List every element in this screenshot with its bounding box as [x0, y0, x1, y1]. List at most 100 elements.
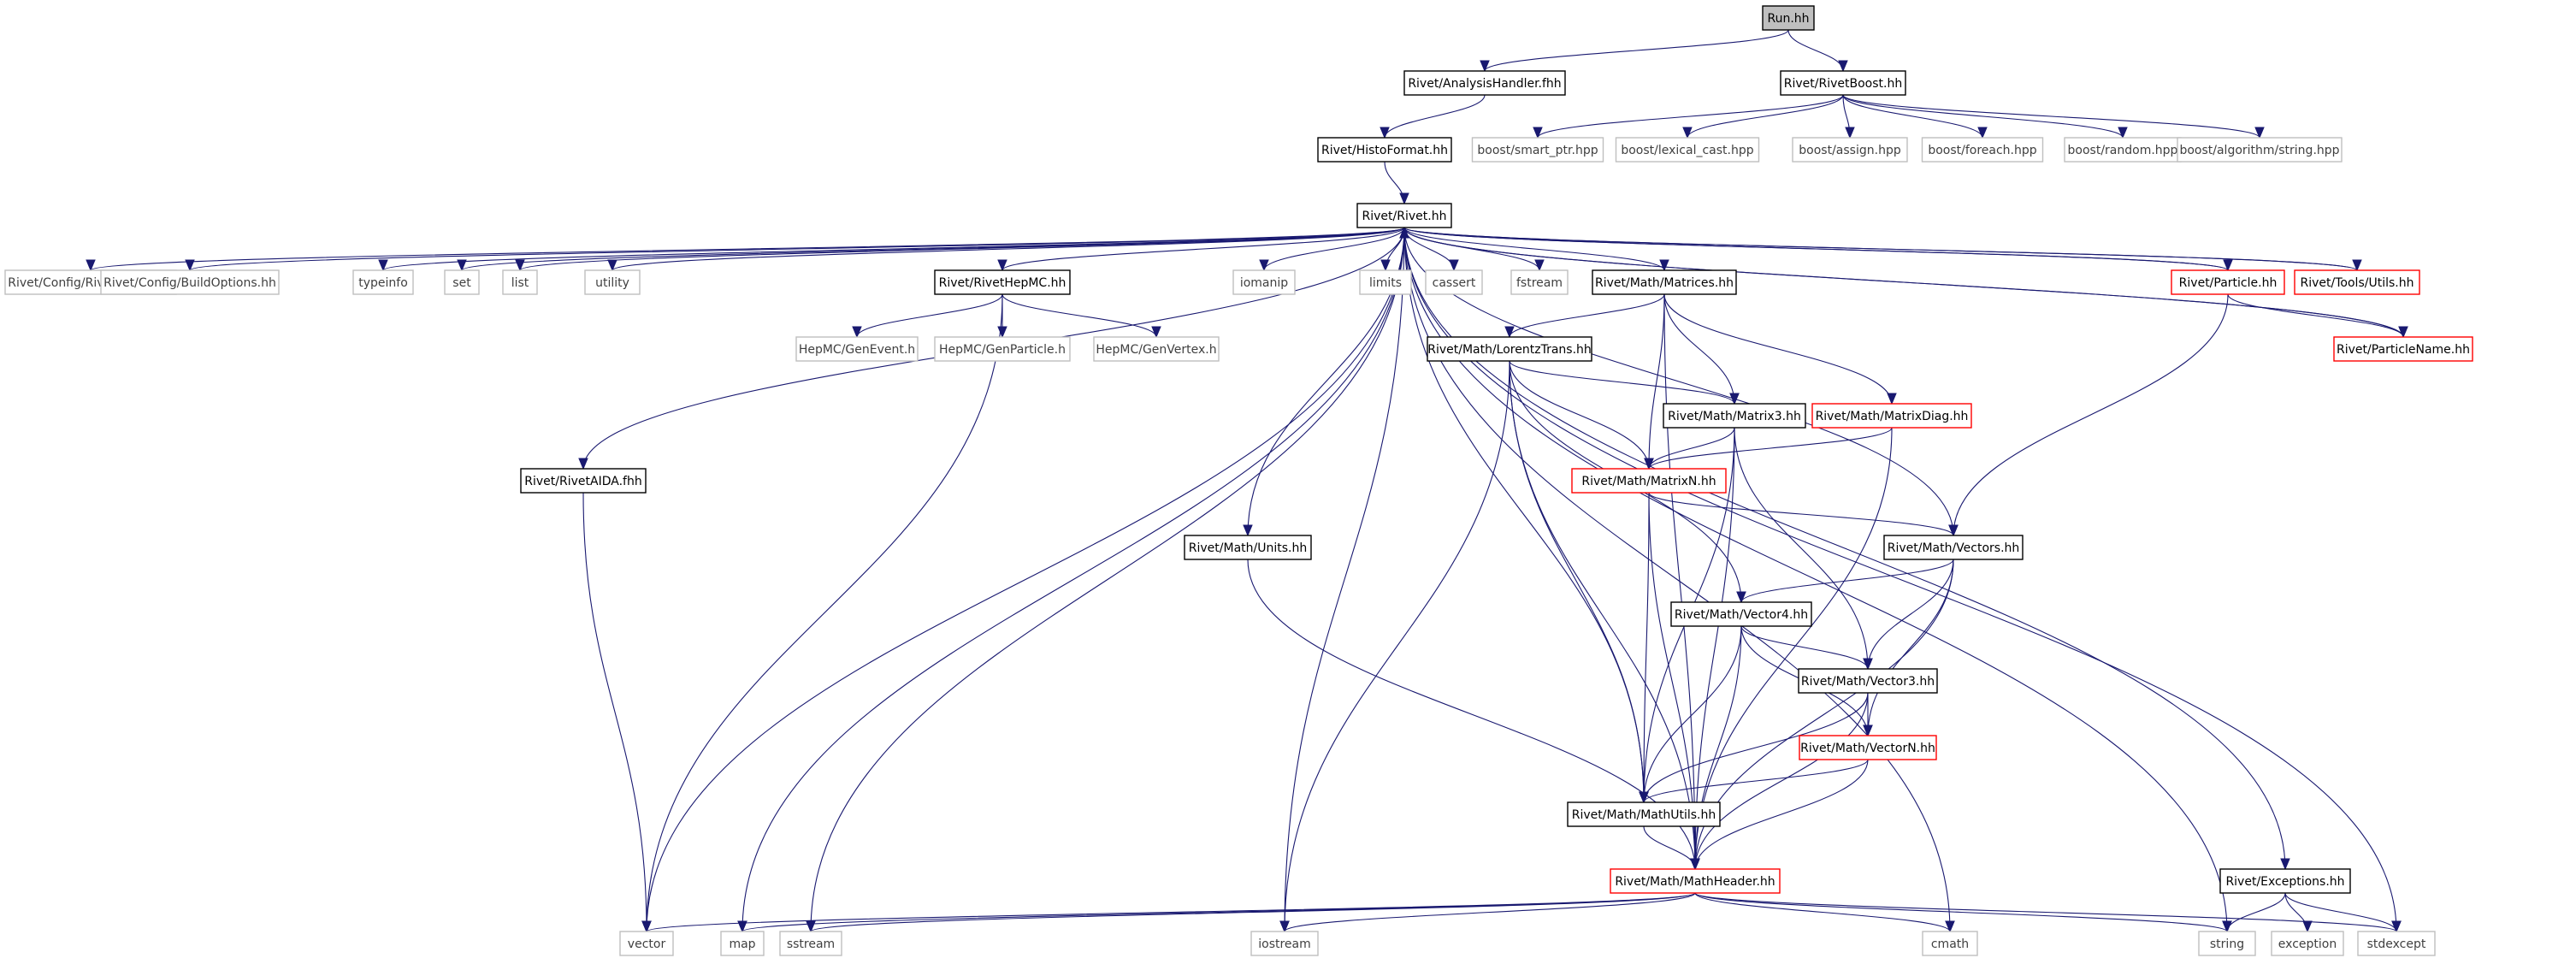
node-genevent: HepMC/GenEvent.h	[795, 336, 919, 362]
node-vector4[interactable]: Rivet/Math/Vector4.hh	[1670, 601, 1812, 627]
edge-boost-to-foreach	[1842, 94, 1983, 139]
arrowhead-mathheader-to-sstream	[806, 920, 816, 933]
node-matrixn[interactable]: Rivet/Math/MatrixN.hh	[1571, 468, 1727, 494]
node-box-vector4	[1670, 601, 1812, 627]
node-exceptions[interactable]: Rivet/Exceptions.hh	[2219, 868, 2351, 894]
edge-lorentz-to-mathutils	[1509, 360, 1645, 803]
node-box-foreach	[1921, 137, 2044, 163]
node-set: set	[444, 269, 480, 295]
edge-aida-to-vector	[582, 492, 647, 932]
node-label-vector3: Rivet/Math/Vector3.hh	[1801, 675, 1935, 689]
node-label-genevent: HepMC/GenEvent.h	[799, 343, 915, 357]
node-box-assign	[1792, 137, 1908, 163]
node-hepmc[interactable]: Rivet/RivetHepMC.hh	[934, 269, 1071, 295]
edge-rivet-to-matrices	[1403, 227, 1665, 271]
node-box-particlename	[2333, 336, 2473, 362]
node-mathheader[interactable]: Rivet/Math/MathHeader.hh	[1610, 868, 1781, 894]
node-matrices[interactable]: Rivet/Math/Matrices.hh	[1592, 269, 1737, 295]
edge-rivet-to-sstream	[810, 227, 1405, 932]
node-label-genparticle: HepMC/GenParticle.h	[939, 343, 1066, 357]
edge-vector4-to-vector3	[1740, 625, 1869, 670]
arrowhead-boost-to-random	[2118, 127, 2128, 139]
node-typeinfo: typeinfo	[352, 269, 414, 295]
node-units[interactable]: Rivet/Math/Units.hh	[1184, 535, 1312, 560]
arrowhead-exceptions-to-exception	[2302, 920, 2313, 933]
edge-run-to-boost	[1787, 29, 1844, 72]
arrowhead-rivet-to-limits	[1380, 259, 1391, 272]
node-label-sstream: sstream	[787, 937, 835, 951]
edge-mathheader-to-map	[741, 892, 1696, 932]
edge-particlename-to-rivet	[1403, 227, 2404, 338]
node-rivet[interactable]: Rivet/Rivet.hh	[1356, 203, 1452, 228]
node-label-buildopts: Rivet/Config/BuildOptions.hh	[103, 276, 276, 290]
node-box-list	[502, 269, 538, 295]
node-label-vectors: Rivet/Math/Vectors.hh	[1888, 541, 2020, 555]
edge-rivet-to-buildopts	[189, 227, 1405, 271]
edge-vector4-to-mathutils	[1643, 625, 1742, 803]
node-utility: utility	[584, 269, 641, 295]
node-box-typeinfo	[352, 269, 414, 295]
node-histoformat[interactable]: Rivet/HistoFormat.hh	[1317, 137, 1452, 163]
edge-matrices-to-matrix3	[1663, 293, 1735, 405]
node-label-typeinfo: typeinfo	[358, 276, 408, 290]
edge-mathheader-to-sstream	[810, 892, 1696, 932]
node-boost[interactable]: Rivet/RivetBoost.hh	[1780, 70, 1906, 96]
node-mathutils[interactable]: Rivet/Math/MathUtils.hh	[1567, 801, 1721, 827]
arrowhead-mathheader-to-map	[737, 920, 747, 933]
node-buildopts: Rivet/Config/BuildOptions.hh	[100, 269, 280, 295]
node-utils[interactable]: Rivet/Tools/Utils.hh	[2294, 269, 2420, 295]
edge-exceptions-to-exception	[2284, 892, 2308, 932]
edge-mathheader-to-cmath	[1694, 892, 1951, 932]
edge-utils-to-rivet	[1403, 227, 2358, 271]
edges-layer	[86, 29, 2408, 933]
node-lexcast: boost/lexical_cast.hpp	[1615, 137, 1760, 163]
node-vectorn[interactable]: Rivet/Math/VectorN.hh	[1799, 735, 1937, 760]
edge-run-to-handler	[1484, 29, 1789, 72]
node-vector3[interactable]: Rivet/Math/Vector3.hh	[1798, 668, 1938, 694]
node-vectors[interactable]: Rivet/Math/Vectors.hh	[1883, 535, 2024, 560]
node-box-vectorn	[1799, 735, 1937, 760]
node-label-map: map	[729, 937, 755, 951]
node-matrixdiag[interactable]: Rivet/Math/MatrixDiag.hh	[1811, 403, 1972, 429]
node-box-algstring	[2177, 137, 2343, 163]
node-particlename[interactable]: Rivet/ParticleName.hh	[2333, 336, 2473, 362]
node-label-rivet: Rivet/Rivet.hh	[1362, 210, 1447, 223]
edge-boost-to-algstring	[1842, 94, 2260, 139]
node-random: boost/random.hpp	[2064, 137, 2182, 163]
arrowhead-rivet-to-list	[515, 259, 525, 272]
node-matrix3[interactable]: Rivet/Math/Matrix3.hh	[1663, 403, 1806, 429]
arrowhead-rivet-to-utility	[607, 259, 617, 272]
node-box-vectors	[1883, 535, 2024, 560]
node-box-iomanip	[1232, 269, 1296, 295]
node-box-handler	[1403, 70, 1566, 96]
node-label-exceptions: Rivet/Exceptions.hh	[2225, 875, 2344, 889]
node-box-particle	[2171, 269, 2285, 295]
edge-boost-to-smartptr	[1537, 94, 1844, 139]
node-box-histoformat	[1317, 137, 1452, 163]
edge-matrix3-to-mathheader	[1694, 427, 1735, 870]
node-label-aida: Rivet/RivetAIDA.fhh	[524, 475, 641, 488]
edge-hepmc-to-genevent	[856, 293, 1003, 338]
arrowhead-rivet-to-set	[457, 259, 467, 272]
node-handler[interactable]: Rivet/AnalysisHandler.fhh	[1403, 70, 1566, 96]
node-lorentz[interactable]: Rivet/Math/LorentzTrans.hh	[1427, 336, 1592, 362]
node-run[interactable]: Run.hh	[1762, 5, 1815, 31]
node-sstream: sstream	[779, 931, 842, 956]
node-genvertex: HepMC/GenVertex.h	[1093, 336, 1220, 362]
node-label-genvertex: HepMC/GenVertex.h	[1096, 343, 1216, 357]
node-label-iomanip: iomanip	[1240, 276, 1288, 290]
node-label-assign: boost/assign.hpp	[1799, 144, 1901, 157]
node-label-fstream: fstream	[1516, 276, 1563, 290]
node-limits: limits	[1359, 269, 1412, 295]
node-box-random	[2064, 137, 2182, 163]
node-cassert: cassert	[1425, 269, 1483, 295]
arrowhead-handler-to-histoformat	[1380, 127, 1390, 139]
node-smartptr: boost/smart_ptr.hpp	[1471, 137, 1604, 163]
node-box-fstream	[1510, 269, 1569, 295]
node-particle[interactable]: Rivet/Particle.hh	[2171, 269, 2285, 295]
node-aida[interactable]: Rivet/RivetAIDA.fhh	[520, 468, 647, 494]
node-label-lexcast: boost/lexical_cast.hpp	[1621, 144, 1753, 157]
edge-hepmc-to-genvertex	[1001, 293, 1157, 338]
arrowhead-mathutils-to-mathheader	[1690, 858, 1700, 871]
node-label-matrix3: Rivet/Math/Matrix3.hh	[1668, 410, 1801, 423]
